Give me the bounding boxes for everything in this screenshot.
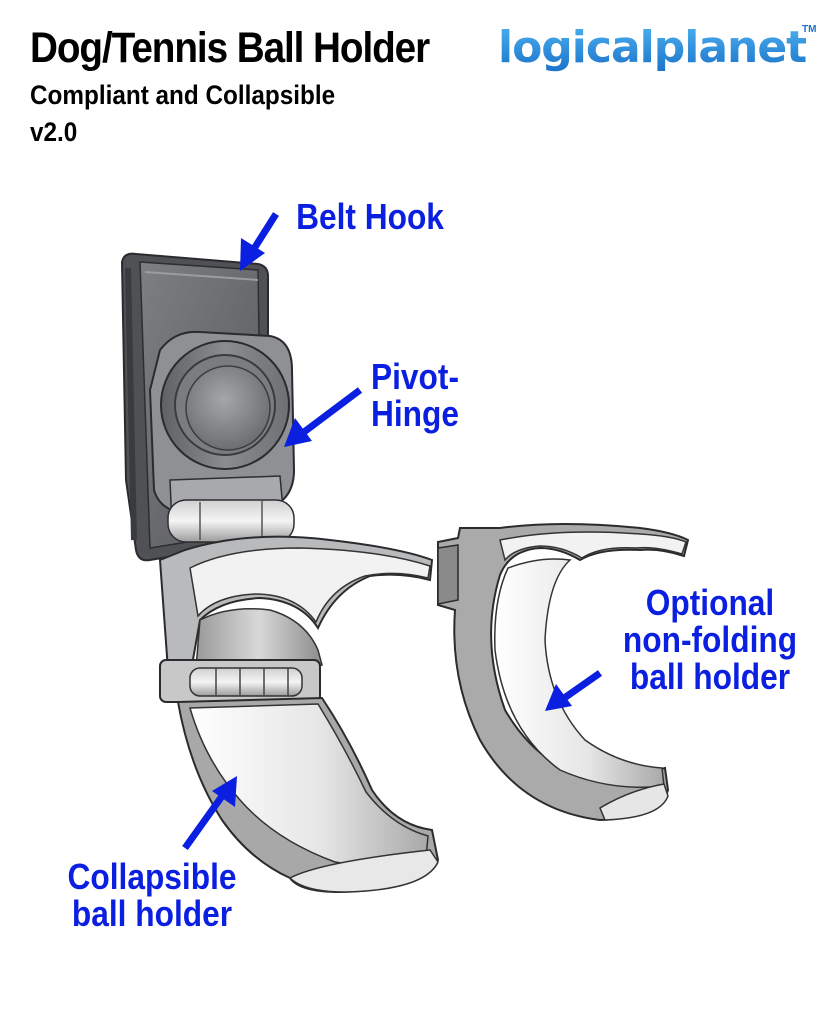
optional-holder-text-line2: non-folding bbox=[622, 619, 798, 660]
optional-holder-text-line1: Optional bbox=[645, 582, 775, 623]
pivot-hinge-arrow bbox=[284, 387, 363, 447]
collapsible-holder-arrow bbox=[182, 776, 237, 851]
optional-holder-text-line3: ball holder bbox=[629, 656, 791, 697]
collapsible-holder-text-line1: Collapsible bbox=[67, 856, 237, 897]
optional-holder-label: Optional non-folding ball holder bbox=[613, 584, 807, 695]
optional-ball-holder-part bbox=[437, 523, 690, 822]
version-label: v2.0 bbox=[30, 117, 78, 147]
pivot-hinge-text-line2: Hinge bbox=[370, 393, 459, 434]
belt-hook-arrow bbox=[240, 212, 279, 271]
collapsible-holder-text-line2: ball holder bbox=[71, 893, 233, 934]
page-title: Dog/Tennis Ball Holder bbox=[30, 24, 430, 72]
pivot-hinge-text-line1: Pivot- bbox=[370, 356, 459, 397]
page-subtitle: Compliant and Collapsible bbox=[30, 80, 336, 110]
pivot-hinge-label: Pivot- Hinge bbox=[358, 358, 472, 432]
collapsible-upper-cup bbox=[158, 535, 434, 672]
trademark-mark: TM bbox=[802, 24, 817, 35]
collapsible-holder-label: Collapsible ball holder bbox=[55, 858, 249, 932]
brand-logo: logicalplanet bbox=[498, 22, 807, 73]
collapsible-lower-cup bbox=[176, 696, 440, 894]
pivot-hinge-part bbox=[148, 330, 296, 543]
belt-hook-label: Belt Hook bbox=[282, 198, 458, 235]
belt-hook-text: Belt Hook bbox=[296, 196, 444, 237]
middle-hinge bbox=[159, 659, 321, 703]
optional-holder-arrow bbox=[545, 670, 603, 711]
